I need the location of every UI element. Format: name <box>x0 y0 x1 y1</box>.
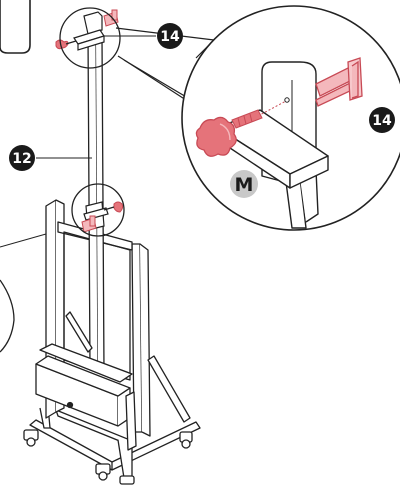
tray-knob <box>66 401 74 409</box>
knob-mid <box>103 201 124 213</box>
callout-14-detail: 14 <box>369 107 395 133</box>
left-brace <box>65 311 93 353</box>
mast-top-clamp <box>73 11 105 51</box>
detail-knob <box>195 109 263 157</box>
detail-circle <box>181 5 400 231</box>
detail-screw-axis <box>257 100 287 117</box>
detail-crossbar-side <box>289 155 329 189</box>
tray-lip <box>35 355 131 397</box>
caster-wheels <box>23 429 193 485</box>
detail-bracket <box>315 57 363 107</box>
zoom-circle-top <box>59 7 121 69</box>
frame-back-panel <box>63 231 131 381</box>
easel-base <box>29 405 201 479</box>
tray-top <box>39 343 133 383</box>
knob-top-left <box>55 39 77 50</box>
cutoff-frame <box>0 0 31 54</box>
callout-14-top-badge <box>157 23 183 49</box>
callout-14-top-text: 14 <box>160 29 180 45</box>
detail-screw-hole <box>284 97 290 103</box>
callout-12: 12 <box>9 145 35 171</box>
easel <box>23 33 201 485</box>
callout-12-text: 12 <box>12 151 31 167</box>
cutoff-detail-circle <box>0 279 15 353</box>
callout-14-detail-text: 14 <box>372 113 392 129</box>
callout-14-top: 14 <box>157 23 183 49</box>
detail-letter-badge <box>230 170 258 198</box>
rear-leg-right-side <box>139 243 151 437</box>
right-brace <box>147 355 191 423</box>
bracket-mid <box>81 215 97 233</box>
callout-14-detail-badge <box>369 107 395 133</box>
zoom-circle-mid <box>71 183 125 237</box>
front-leg-right <box>125 391 137 451</box>
cutoff-leader <box>0 233 47 248</box>
detail-letter: M <box>235 174 254 196</box>
callout-12-badge <box>9 145 35 171</box>
bracket-top-right <box>103 9 119 27</box>
